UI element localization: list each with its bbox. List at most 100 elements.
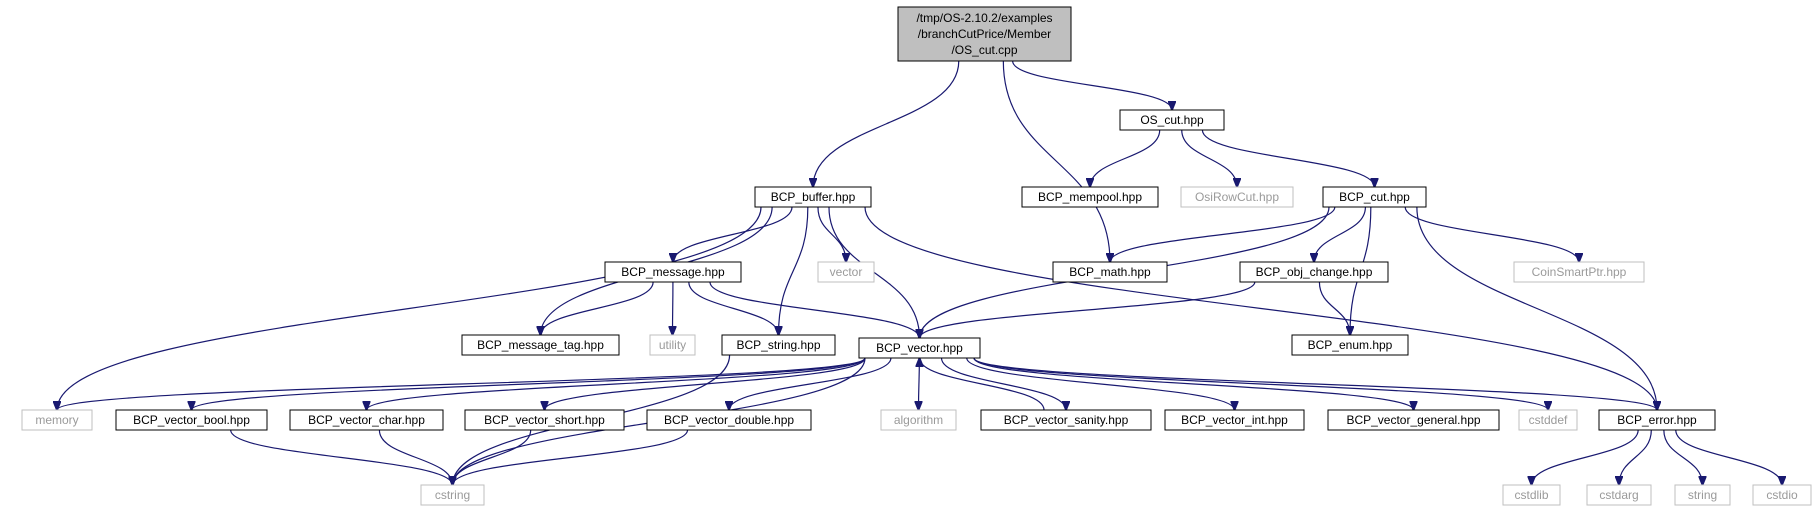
node-box-utility xyxy=(649,334,696,356)
edge-bcp_error-to-cstdarg xyxy=(1619,429,1652,485)
node-label-bcp-vector-char: BCP_vector_char.hpp xyxy=(308,413,425,427)
node-label-string: string xyxy=(1688,488,1717,502)
node-box-bcp-obj-change[interactable] xyxy=(1239,261,1389,283)
node-box-bcp-vector-char[interactable] xyxy=(289,409,444,431)
node-label-cstdio: cstdio xyxy=(1766,488,1798,502)
edge-root-to-os_cut_hpp xyxy=(1012,60,1172,110)
node-box-bcp-message-tag[interactable] xyxy=(461,334,620,356)
node-bcp-cut[interactable]: BCP_cut.hpp xyxy=(1322,186,1427,208)
node-box-memory xyxy=(21,409,93,431)
node-bcp-vector-char[interactable]: BCP_vector_char.hpp xyxy=(289,409,444,431)
node-box-bcp-vector-short[interactable] xyxy=(464,409,625,431)
node-box-bcp-vector-double[interactable] xyxy=(646,409,812,431)
node-box-bcp-vector[interactable] xyxy=(858,337,981,359)
edge-bcp_message-to-bcp_message_tag xyxy=(541,281,654,335)
node-label-bcp-vector-sanity: BCP_vector_sanity.hpp xyxy=(1004,413,1129,427)
node-cstddef: cstddef xyxy=(1518,409,1578,431)
node-bcp-string[interactable]: BCP_string.hpp xyxy=(721,334,836,356)
node-bcp-vector-short[interactable]: BCP_vector_short.hpp xyxy=(464,409,625,431)
node-label-bcp-cut: BCP_cut.hpp xyxy=(1339,190,1410,204)
edge-bcp_buffer-to-bcp_error xyxy=(864,206,1657,410)
node-box-coinsmartptr xyxy=(1513,261,1645,283)
node-box-osirowcut xyxy=(1180,186,1294,208)
node-box-bcp-mempool[interactable] xyxy=(1021,186,1159,208)
edge-bcp_vector-to-bcp_vector_bool xyxy=(192,357,866,410)
node-bcp-vector-bool[interactable]: BCP_vector_bool.hpp xyxy=(115,409,268,431)
edge-bcp_error-to-cstdlib xyxy=(1532,429,1639,485)
node-box-cstdarg xyxy=(1586,484,1652,506)
node-bcp-vector-double[interactable]: BCP_vector_double.hpp xyxy=(646,409,812,431)
node-label-bcp-math: BCP_math.hpp xyxy=(1069,265,1151,279)
edge-bcp_vector-to-bcp_vector_short xyxy=(545,357,866,410)
node-box-bcp-cut[interactable] xyxy=(1322,186,1427,208)
node-label-bcp-obj-change: BCP_obj_change.hpp xyxy=(1256,265,1373,279)
node-bcp-message-tag[interactable]: BCP_message_tag.hpp xyxy=(461,334,620,356)
node-bcp-obj-change[interactable]: BCP_obj_change.hpp xyxy=(1239,261,1389,283)
node-label-bcp-enum: BCP_enum.hpp xyxy=(1308,338,1393,352)
node-bcp-mempool[interactable]: BCP_mempool.hpp xyxy=(1021,186,1159,208)
edge-bcp_vector-to-algorithm xyxy=(919,357,920,410)
node-bcp-vector-sanity[interactable]: BCP_vector_sanity.hpp xyxy=(980,409,1152,431)
edge-bcp_cut-to-coinsmartptr xyxy=(1404,206,1579,262)
node-cstdlib: cstdlib xyxy=(1502,484,1561,506)
edge-bcp_error-to-cstdio xyxy=(1675,429,1782,485)
node-box-os-cut-hpp[interactable] xyxy=(1119,109,1225,131)
node-label-bcp-vector-double: BCP_vector_double.hpp xyxy=(664,413,794,427)
node-label-bcp-mempool: BCP_mempool.hpp xyxy=(1038,190,1142,204)
edge-bcp_vector-to-bcp_vector_general xyxy=(973,357,1414,410)
node-string: string xyxy=(1674,484,1731,506)
node-box-cstddef xyxy=(1518,409,1578,431)
node-bcp-vector[interactable]: BCP_vector.hpp xyxy=(858,337,981,359)
node-bcp-vector-int[interactable]: BCP_vector_int.hpp xyxy=(1164,409,1305,431)
node-bcp-vector-general[interactable]: BCP_vector_general.hpp xyxy=(1327,409,1500,431)
node-label-osirowcut: OsiRowCut.hpp xyxy=(1195,190,1279,204)
node-root-label-line-3: /OS_cut.cpp xyxy=(951,43,1017,57)
node-box-bcp-buffer[interactable] xyxy=(754,186,872,208)
node-root-os-cut-cpp: /tmp/OS-2.10.2/examples/branchCutPrice/M… xyxy=(897,6,1072,62)
edge-bcp_vector-to-bcp_vector_int xyxy=(966,357,1235,410)
node-box-bcp-error[interactable] xyxy=(1598,409,1716,431)
edge-bcp_vector-to-bcp_vector_sanity xyxy=(940,357,1066,410)
edge-os_cut_hpp-to-bcp_mempool xyxy=(1090,129,1161,187)
node-label-algorithm: algorithm xyxy=(894,413,943,427)
node-box-vector xyxy=(817,261,875,283)
node-label-coinsmartptr: CoinSmartPtr.hpp xyxy=(1532,265,1627,279)
node-label-bcp-vector-bool: BCP_vector_bool.hpp xyxy=(133,413,250,427)
node-utility: utility xyxy=(649,334,696,356)
edge-bcp_buffer-to-bcp_string xyxy=(779,206,809,335)
node-osirowcut: OsiRowCut.hpp xyxy=(1180,186,1294,208)
node-box-bcp-math[interactable] xyxy=(1052,261,1168,283)
edge-bcp_vector-to-memory xyxy=(57,357,866,410)
node-box-bcp-vector-bool[interactable] xyxy=(115,409,268,431)
edge-bcp_cut-to-bcp_obj_change xyxy=(1314,206,1367,262)
node-cstring: cstring xyxy=(420,484,485,506)
node-bcp-math[interactable]: BCP_math.hpp xyxy=(1052,261,1168,283)
node-bcp-buffer[interactable]: BCP_buffer.hpp xyxy=(754,186,872,208)
edge-root-to-bcp_buffer xyxy=(813,60,960,187)
node-bcp-message[interactable]: BCP_message.hpp xyxy=(604,261,742,283)
node-bcp-error[interactable]: BCP_error.hpp xyxy=(1598,409,1716,431)
node-algorithm: algorithm xyxy=(880,409,957,431)
node-label-cstddef: cstddef xyxy=(1529,413,1568,427)
edge-bcp_message-to-bcp_string xyxy=(688,281,779,335)
node-label-cstdlib: cstdlib xyxy=(1514,488,1548,502)
node-label-bcp-buffer: BCP_buffer.hpp xyxy=(771,190,856,204)
node-box-bcp-vector-sanity[interactable] xyxy=(980,409,1152,431)
node-box-bcp-enum[interactable] xyxy=(1291,334,1409,356)
node-os-cut-hpp[interactable]: OS_cut.hpp xyxy=(1119,109,1225,131)
node-box-bcp-string[interactable] xyxy=(721,334,836,356)
edge-bcp_obj_change-to-bcp_enum xyxy=(1318,281,1350,335)
node-label-os-cut-hpp: OS_cut.hpp xyxy=(1140,113,1204,127)
node-root-label-line-2: /branchCutPrice/Member xyxy=(918,27,1051,41)
node-box-bcp-vector-general[interactable] xyxy=(1327,409,1500,431)
node-box-bcp-vector-int[interactable] xyxy=(1164,409,1305,431)
edge-bcp_buffer-to-memory xyxy=(57,206,762,410)
edge-bcp_vector_bool-to-cstring xyxy=(230,429,453,485)
edge-bcp_cut-to-bcp_math xyxy=(1110,206,1336,262)
node-bcp-enum[interactable]: BCP_enum.hpp xyxy=(1291,334,1409,356)
node-box-bcp-message[interactable] xyxy=(604,261,742,283)
node-label-bcp-message-tag: BCP_message_tag.hpp xyxy=(477,338,604,352)
edge-bcp_vector-to-cstddef xyxy=(973,357,1548,410)
node-box-cstdlib xyxy=(1502,484,1561,506)
